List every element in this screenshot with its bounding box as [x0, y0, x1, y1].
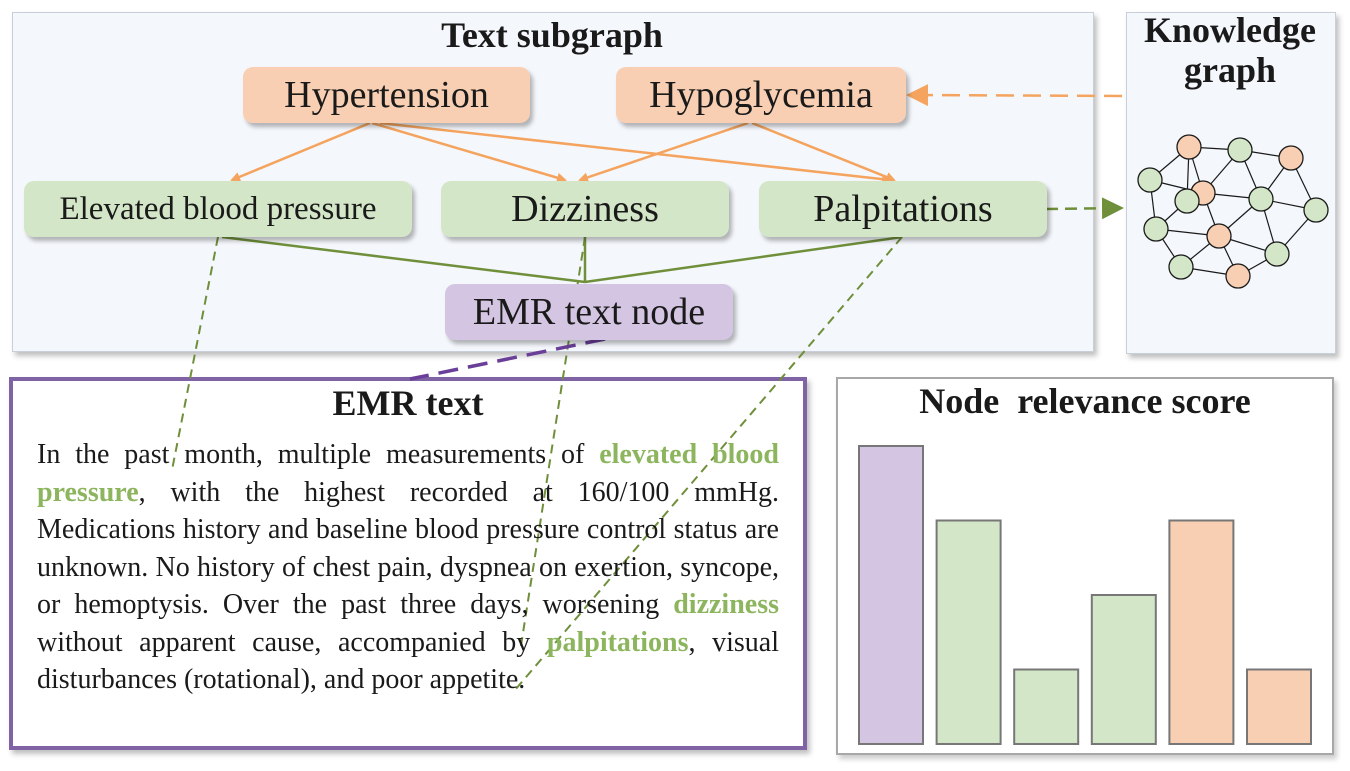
- relevance-bar-3: [1013, 668, 1080, 745]
- knowledge-graph-title-line2: graph: [1183, 50, 1277, 90]
- edge-palpitations-to-kg: [1045, 197, 1124, 220]
- edge-palpitations-emrnode: [584, 235, 903, 284]
- edge-hypertension-dizziness: [371, 121, 567, 183]
- edge-hypoglycemia-dizziness: [578, 121, 749, 183]
- link-emrnode-to-emrtext: [409, 337, 606, 381]
- link-elevated-to-text: [171, 236, 219, 471]
- emr-text-body: In the past month, multiple measurements…: [37, 436, 779, 699]
- node-dizziness: Dizziness: [441, 181, 729, 237]
- node-hypertension: Hypertension: [243, 67, 530, 123]
- emr-text-segment: , with the highest recorded at 160/100 m…: [37, 476, 779, 621]
- text-subgraph-title: Text subgraph: [441, 15, 663, 55]
- highlight-elevated-blood-pressure: elevated blood pressure: [37, 439, 779, 508]
- emr-text-segment: without apparent cause, accompanied by: [37, 626, 547, 658]
- node-palpitations: Palpitations: [759, 181, 1047, 237]
- highlight-palpitations: palpitations: [546, 626, 689, 658]
- emr-text-segment: In the past month, multiple measurements…: [37, 439, 600, 470]
- edge-hypoglycemia-palpitations: [751, 121, 896, 182]
- node-hypoglycemia: Hypoglycemia: [616, 67, 906, 123]
- edge-elevated-emrnode: [221, 235, 586, 284]
- knowledge-graph-title: Knowledge graph: [1126, 10, 1334, 90]
- relevance-bar-2: [935, 519, 1002, 745]
- node-relevance-score-title: Node relevance score: [919, 381, 1251, 421]
- emr-text-title: EMR text: [332, 383, 484, 423]
- emr-text-segment: , visual disturbances (rotational), and …: [37, 626, 779, 696]
- link-dizziness-to-text: [519, 236, 586, 653]
- link-palpitations-to-text: [514, 236, 903, 691]
- relevance-bar-1: [858, 445, 924, 745]
- relevance-bar-4: [1090, 594, 1157, 745]
- node-elevated-blood-pressure: Elevated blood pressure: [24, 181, 412, 237]
- relevance-bar-6: [1246, 668, 1312, 745]
- relevance-bar-5: [1168, 519, 1235, 745]
- edge-hypertension-elevated: [230, 121, 371, 182]
- emr-text-panel: [9, 377, 807, 750]
- edge-kg-to-hypoglycemia: [906, 84, 1123, 107]
- knowledge-graph-title-line1: Knowledge: [1143, 10, 1316, 50]
- highlight-dizziness: dizziness: [673, 589, 779, 620]
- edge-hypertension-palpitations: [379, 121, 892, 185]
- node-emr-text: EMR text node: [445, 284, 733, 340]
